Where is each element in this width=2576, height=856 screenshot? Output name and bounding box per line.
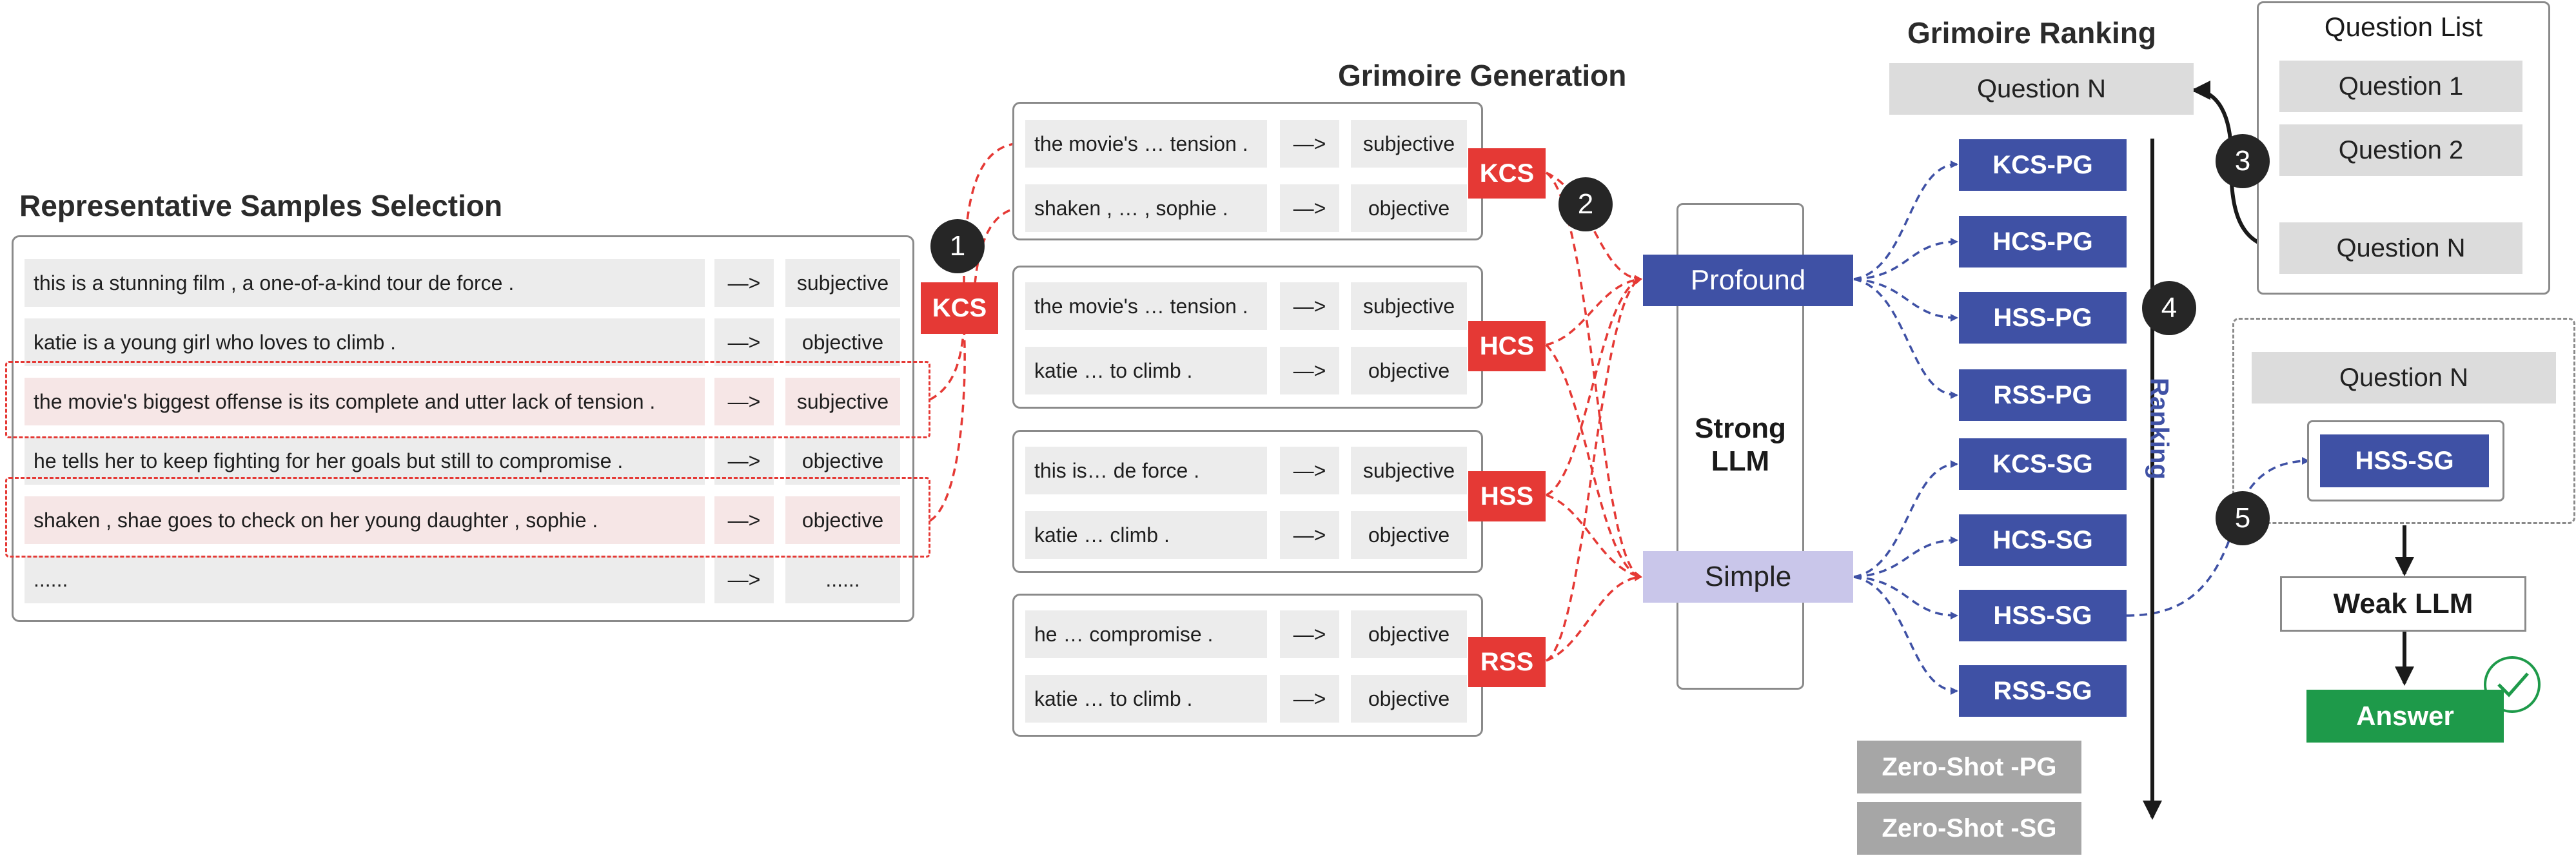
answer-box: Answer (2306, 690, 2504, 743)
grimoire-text: shaken , … , sophie . (1025, 184, 1267, 232)
selection-title: Representative Samples Selection (19, 189, 503, 222)
question-n-box: Question N (1889, 63, 2194, 115)
question-list-title: Question List (2324, 12, 2483, 42)
sample-arrow: —> (714, 556, 774, 603)
grimoire-text: he … compromise . (1025, 610, 1267, 658)
selection-highlight (5, 477, 930, 558)
zero-shot-pg: Zero-Shot -PG (1857, 741, 2081, 793)
sample-text: this is a stunning film , a one-of-a-kin… (25, 259, 705, 307)
ranking-title: Grimoire Ranking (1907, 16, 2156, 50)
step-5-badge: 5 (2216, 491, 2270, 545)
selected-grimoire: HSS-SG (2320, 434, 2489, 487)
grimoire-text: this is… de force . (1025, 447, 1267, 494)
grimoire-arrow: —> (1280, 282, 1339, 330)
step-4-badge: 4 (2142, 281, 2196, 335)
sample-text: the movie's biggest offense is its compl… (25, 378, 705, 425)
inference-question: Question N (2252, 352, 2556, 404)
grimoire-label: objective (1351, 511, 1467, 559)
sample-label: ...... (785, 556, 900, 603)
grimoire-label: subjective (1351, 120, 1467, 168)
sample-label: objective (785, 318, 900, 366)
profound-style: Profound (1643, 255, 1853, 306)
grimoire-kcs-sg: KCS-SG (1959, 438, 2127, 490)
sample-text: ...... (25, 556, 705, 603)
sample-label: subjective (785, 378, 900, 425)
selection-highlight (5, 361, 930, 438)
sample-arrow: —> (714, 378, 774, 425)
sample-arrow: —> (714, 318, 774, 366)
hcs-tag: HCS (1468, 321, 1546, 371)
ranking-axis-label: Ranking (2145, 378, 2174, 480)
weak-llm-box: Weak LLM (2280, 576, 2526, 632)
sample-label: objective (785, 496, 900, 544)
strong-llm-label: Strong LLM (1695, 413, 1786, 477)
grimoire-arrow: —> (1280, 610, 1339, 658)
grimoire-label: objective (1351, 675, 1467, 723)
sample-arrow: —> (714, 259, 774, 307)
grimoire-text: the movie's … tension . (1025, 120, 1267, 168)
sample-arrow: —> (714, 496, 774, 544)
kcs-tag: KCS (1468, 148, 1546, 199)
sample-text: katie is a young girl who loves to climb… (25, 318, 705, 366)
zero-shot-sg: Zero-Shot -SG (1857, 802, 2081, 855)
inference-prompt-box (2232, 318, 2575, 524)
grimoire-text: katie … climb . (1025, 511, 1267, 559)
grimoire-text: katie … to climb . (1025, 675, 1267, 723)
step-2-badge: 2 (1558, 177, 1613, 231)
grimoire-arrow: —> (1280, 675, 1339, 723)
generation-title: Grimoire Generation (1338, 59, 1627, 92)
question-item: Question 2 (2279, 124, 2522, 176)
step-1-badge: 1 (930, 219, 985, 273)
question-item: Question N (2279, 222, 2522, 274)
check-icon (2484, 656, 2541, 713)
kcs-selection-tag: KCS (921, 282, 998, 334)
grimoire-label: objective (1351, 610, 1467, 658)
sample-arrow: —> (714, 437, 774, 485)
grimoire-label: subjective (1351, 447, 1467, 494)
grimoire-arrow: —> (1280, 447, 1339, 494)
grimoire-rss-sg: RSS-SG (1959, 665, 2127, 717)
grimoire-arrow: —> (1280, 184, 1339, 232)
sample-text: shaken , shae goes to check on her young… (25, 496, 705, 544)
grimoire-hcs-sg: HCS-SG (1959, 514, 2127, 566)
grimoire-hss-sg: HSS-SG (1959, 590, 2127, 641)
step-3-badge: 3 (2216, 134, 2270, 188)
grimoire-arrow: —> (1280, 347, 1339, 394)
grimoire-arrow: —> (1280, 511, 1339, 559)
simple-style: Simple (1643, 551, 1853, 603)
grimoire-arrow: —> (1280, 120, 1339, 168)
rss-tag: RSS (1468, 637, 1546, 687)
grimoire-label: objective (1351, 347, 1467, 394)
sample-text: he tells her to keep fighting for her go… (25, 437, 705, 485)
grimoire-label: subjective (1351, 282, 1467, 330)
grimoire-text: the movie's … tension . (1025, 282, 1267, 330)
grimoire-text: katie … to climb . (1025, 347, 1267, 394)
grimoire-rss-pg: RSS-PG (1959, 369, 2127, 421)
grimoire-kcs-pg: KCS-PG (1959, 139, 2127, 191)
hss-tag: HSS (1468, 471, 1546, 521)
sample-label: objective (785, 437, 900, 485)
sample-label: subjective (785, 259, 900, 307)
question-item: Question 1 (2279, 61, 2522, 112)
grimoire-hcs-pg: HCS-PG (1959, 216, 2127, 268)
grimoire-label: objective (1351, 184, 1467, 232)
grimoire-hss-pg: HSS-PG (1959, 292, 2127, 344)
